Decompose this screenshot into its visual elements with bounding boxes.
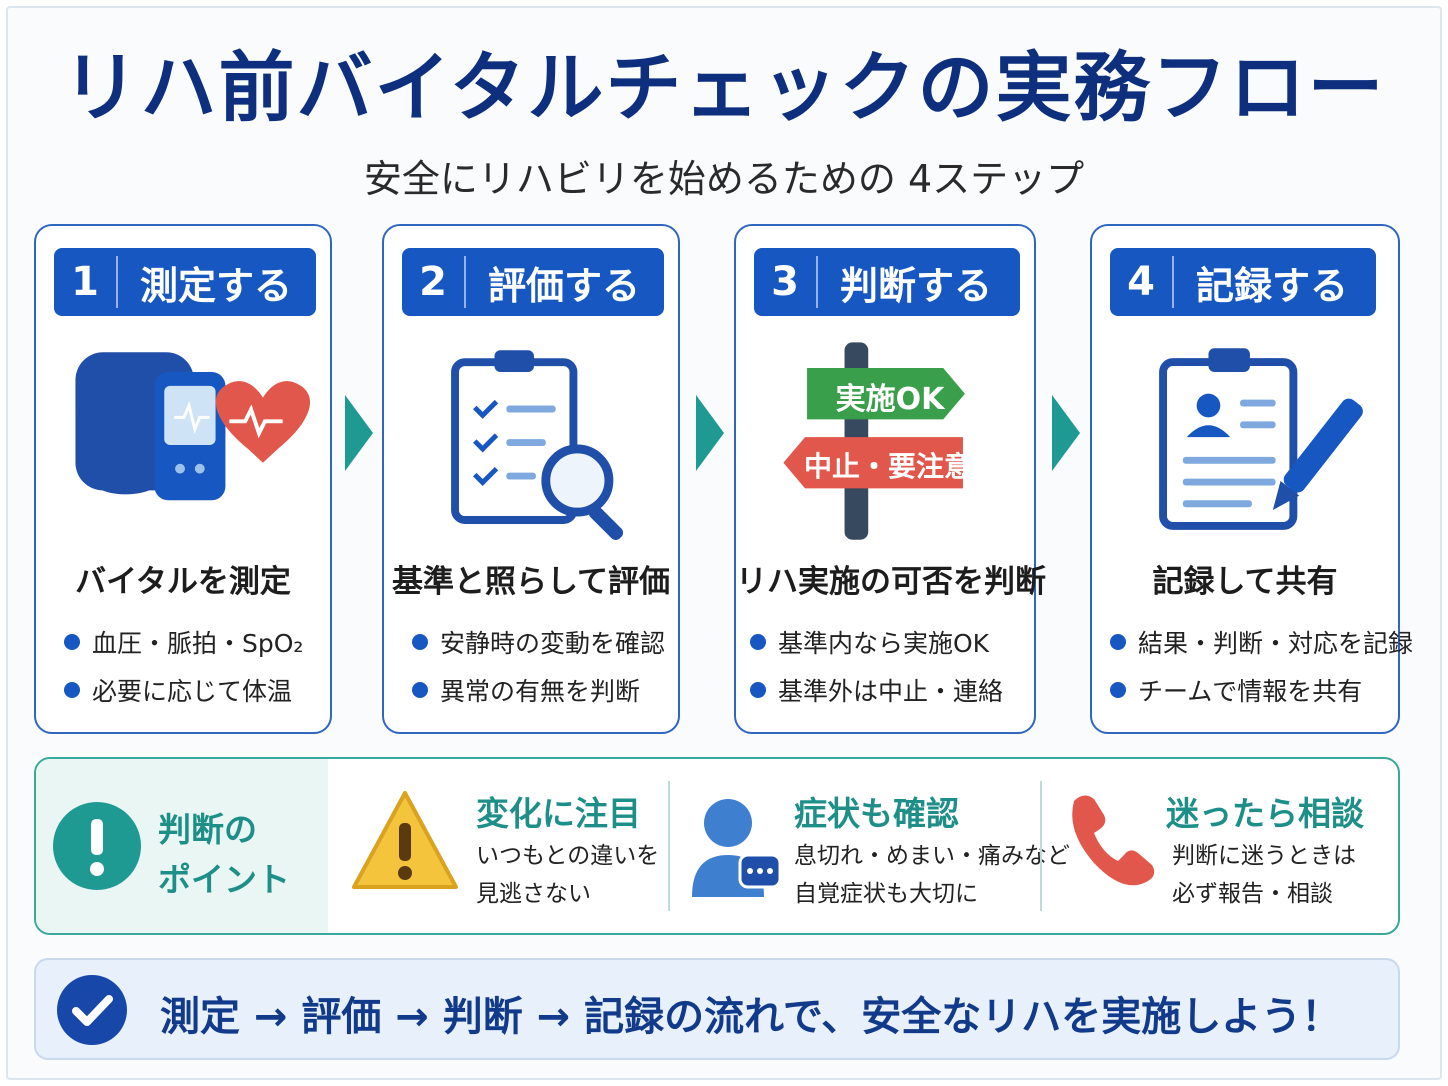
summary-banner: 測定 → 評価 → 判断 → 記録の流れで、安全なリハを実施しよう！ [34,958,1400,1060]
step-number: 2 [402,256,466,308]
clipboard-pen-icon [1159,348,1363,530]
summary-text: 測定 → 評価 → 判断 → 記録の流れで、安全なリハを実施しよう！ [160,994,1342,1040]
key-points-title-line2: ポイント [158,860,290,899]
point-text: 見逃さない [476,881,591,907]
page-subtitle: 安全にリハビリを始めるための 4ステップ [363,157,1085,201]
point-text: 必ず報告・相談 [1172,881,1333,907]
bullet-item: チームで情報を共有 [1110,666,1413,714]
step-number: 1 [54,256,118,308]
point-text: 息切れ・めまい・痛みなど [794,843,1070,869]
step-heading: リハ実施の可否を判断 [736,564,1046,600]
sign-stop-label: 中止・要注意 [803,450,972,483]
point-text: いつもとの違いを [476,843,660,869]
bullet-item: 安静時の変動を確認 [412,618,665,666]
step-badge-1: 1 測定する [54,248,316,316]
check-circle-icon [57,975,127,1045]
flow-arrow-icon [345,395,373,471]
bullet-item: 異常の有無を判断 [412,666,665,714]
person-chat-icon [692,799,782,897]
step-number: 3 [754,256,818,308]
step-label: 測定する [139,263,292,308]
key-points-title-line1: 判断の [158,810,257,849]
step-label: 判断する [840,263,993,308]
signpost-icon [783,342,965,540]
step-label: 記録する [1196,263,1349,308]
divider [668,781,670,911]
point-text: 自覚症状も大切に [794,881,978,907]
point-title: 変化に注目 [476,794,641,833]
vital-monitor-icon [75,352,311,501]
bullet-item: 血圧・脈拍・SpO₂ [64,618,303,666]
step-card-2: 2 評価する 基準と照らして評価 安静時の変動を確認 異常の有無を判断 [382,224,680,734]
point-title: 症状も確認 [794,794,959,833]
flow-arrow-icon [1052,395,1080,471]
clipboard-magnifier-icon [451,350,624,541]
key-points-lead: 判断の ポイント [36,759,328,933]
step-badge-2: 2 評価する [402,248,664,316]
step-number: 4 [1110,256,1174,308]
divider [1040,781,1042,911]
step-label: 評価する [487,263,640,308]
step-bullets: 基準内なら実施OK 基準外は中止・連絡 [750,618,1003,714]
bullet-item: 結果・判断・対応を記録 [1110,618,1413,666]
bullet-item: 基準外は中止・連絡 [750,666,1003,714]
point-title: 迷ったら相談 [1166,794,1364,833]
flow-arrow-icon [696,395,724,471]
step-card-3: 3 判断する 実施OK 中止・要注意 リハ実施の可否を判断 基準内なら実施OK … [734,224,1046,734]
bullet-item: 基準内なら実施OK [750,618,1003,666]
point-text: 判断に迷うときは [1172,843,1356,869]
step-bullets: 安静時の変動を確認 異常の有無を判断 [412,618,665,714]
step-card-1: 1 測定する バイタルを測定 血圧・脈拍・SpO₂ 必要に応じて体温 [34,224,332,734]
step-heading: 基準と照らして評価 [391,564,671,600]
bullet-item: 必要に応じて体温 [64,666,303,714]
step-card-4: 4 記録する 記録して共有 結果・判断・対応を記録 チームで情報を共有 [1090,224,1413,734]
page-title: リハ前バイタルチェックの実務フロー [62,43,1386,132]
step-badge-3: 3 判断する [754,248,1020,316]
sign-ok-label: 実施OK [835,382,945,417]
warning-icon [352,791,458,889]
step-bullets: 血圧・脈拍・SpO₂ 必要に応じて体温 [64,618,303,714]
step-heading: バイタルを測定 [75,564,291,600]
exclamation-icon [53,802,141,890]
phone-icon [1072,795,1155,886]
step-bullets: 結果・判断・対応を記録 チームで情報を共有 [1110,618,1413,714]
step-heading: 記録して共有 [1152,564,1338,600]
step-badge-4: 4 記録する [1110,248,1376,316]
key-points-panel: 判断の ポイント 変化に注目 いつもとの違いを 見逃さない 症状も確認 息切れ・… [34,757,1400,935]
